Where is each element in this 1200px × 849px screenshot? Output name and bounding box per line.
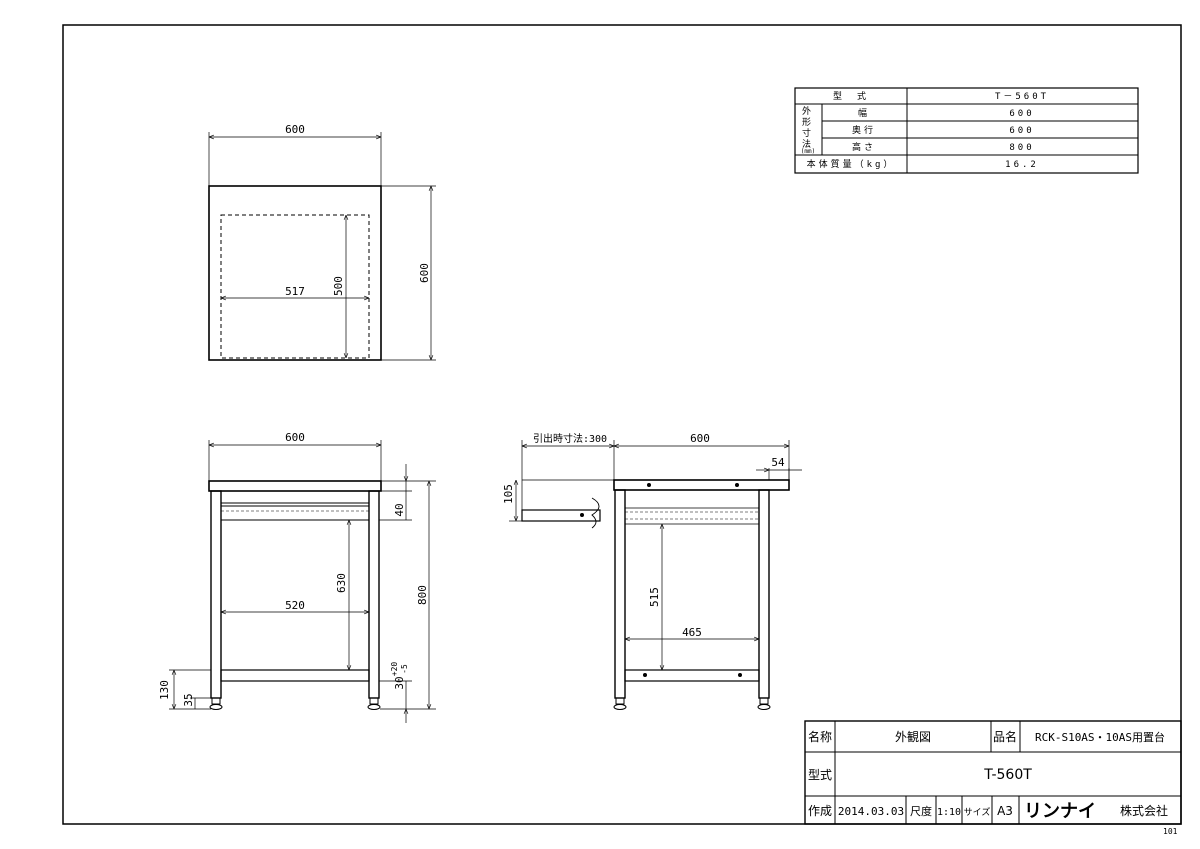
front-drawer-rail bbox=[220, 505, 370, 521]
spec-dims-label-4: 法 bbox=[802, 138, 814, 150]
tb-product-label: 品名 bbox=[993, 729, 1017, 744]
side-leg-left bbox=[614, 489, 626, 699]
spec-weight-value: 16.2 bbox=[1005, 160, 1039, 170]
front-height-dim: 800 bbox=[416, 585, 429, 605]
front-shelf-tol-minus: -5 bbox=[400, 664, 409, 674]
top-width-dim: 600 bbox=[285, 123, 305, 136]
front-width-dim: 600 bbox=[285, 431, 305, 444]
side-depth-dim: 600 bbox=[690, 432, 710, 445]
side-drawer-pulled bbox=[521, 509, 601, 522]
front-top-gap-dim: 40 bbox=[393, 503, 406, 516]
tb-name-label: 名称 bbox=[808, 729, 832, 744]
tb-scale-label: 尺度 bbox=[910, 804, 932, 818]
tb-size-value: A3 bbox=[997, 804, 1013, 818]
side-pullout-dim: 引出時寸法:300 bbox=[533, 432, 607, 445]
front-inner-height-dim: 630 bbox=[335, 573, 348, 593]
spec-dims-unit: (mm) bbox=[801, 148, 815, 155]
front-foot-left bbox=[211, 697, 221, 705]
side-foot-left bbox=[615, 697, 625, 705]
spec-weight-label: 本体質量（kg） bbox=[807, 158, 896, 170]
side-top-plate bbox=[613, 479, 790, 491]
spec-dims-label-3: 寸 bbox=[802, 127, 814, 139]
front-foot-right bbox=[369, 697, 379, 705]
spec-model-label: 型 式 bbox=[833, 90, 869, 102]
spec-dims-label-1: 外 bbox=[802, 105, 814, 117]
side-view: 600 引出時寸法:300 54 105 515 465 bbox=[502, 432, 802, 710]
side-overhang-dim: 54 bbox=[771, 456, 785, 469]
side-bottom-rail bbox=[624, 669, 760, 682]
sheet-code: 101 bbox=[1163, 827, 1178, 836]
side-inner-height-dim: 515 bbox=[648, 587, 661, 607]
company-logo: リンナイ bbox=[1024, 801, 1096, 822]
spec-width-value: 600 bbox=[1009, 109, 1034, 119]
side-leg-right bbox=[758, 489, 770, 699]
side-foot-right bbox=[759, 697, 769, 705]
top-inner-depth-dim: 500 bbox=[332, 276, 345, 296]
spec-height-label: 高さ bbox=[852, 141, 876, 153]
tb-name-value: 外観図 bbox=[895, 730, 931, 744]
tb-created-label: 作成 bbox=[808, 804, 832, 818]
company-suffix: 株式会社 bbox=[1120, 803, 1168, 818]
front-top-plate bbox=[208, 480, 382, 492]
top-depth-dim: 600 bbox=[418, 263, 431, 283]
tb-product-value: RCK-S10AS・10AS用置台 bbox=[1035, 730, 1165, 744]
front-view: 600 520 630 800 40 30 +20 -5 130 35 bbox=[158, 431, 436, 723]
top-view-outline bbox=[208, 185, 382, 361]
front-bottom-rail bbox=[220, 669, 370, 682]
spec-depth-label: 奥行 bbox=[852, 124, 876, 136]
sheet-border bbox=[62, 24, 1182, 825]
spec-depth-value: 600 bbox=[1009, 126, 1034, 136]
tb-scale-value: 1:10 bbox=[937, 807, 961, 818]
tb-created-value: 2014.03.03 bbox=[838, 805, 904, 818]
side-inner-depth-dim: 465 bbox=[682, 626, 702, 639]
spec-table: 型 式 T－560T 外 形 寸 法 (mm) 幅 600 奥行 600 高さ … bbox=[794, 87, 1139, 174]
spec-width-label: 幅 bbox=[858, 107, 870, 119]
tb-size-label: サイズ bbox=[964, 806, 991, 818]
front-shelf-offset-dim: 30 bbox=[393, 676, 406, 689]
spec-height-value: 800 bbox=[1009, 143, 1034, 153]
front-shelf-tol-plus: +20 bbox=[390, 662, 399, 677]
title-block: 名称 外観図 品名 RCK-S10AS・10AS用置台 型式 T-560T 作成… bbox=[804, 720, 1182, 825]
front-foot-height-dim: 35 bbox=[182, 693, 195, 706]
tb-model-label: 型式 bbox=[808, 768, 832, 782]
top-inner-width-dim: 517 bbox=[285, 285, 305, 298]
top-view: 600 600 517 500 bbox=[208, 123, 436, 361]
side-drawer-height-dim: 105 bbox=[502, 484, 515, 504]
front-inner-width-dim: 520 bbox=[285, 599, 305, 612]
front-leg-right bbox=[368, 490, 380, 699]
front-leg-left bbox=[210, 490, 222, 699]
spec-model-value: T－560T bbox=[995, 92, 1049, 102]
front-bottom-height-dim: 130 bbox=[158, 680, 171, 700]
top-view-hidden-opening bbox=[220, 214, 370, 359]
spec-dims-label-2: 形 bbox=[802, 116, 814, 128]
tb-model-value: T-560T bbox=[983, 767, 1032, 783]
